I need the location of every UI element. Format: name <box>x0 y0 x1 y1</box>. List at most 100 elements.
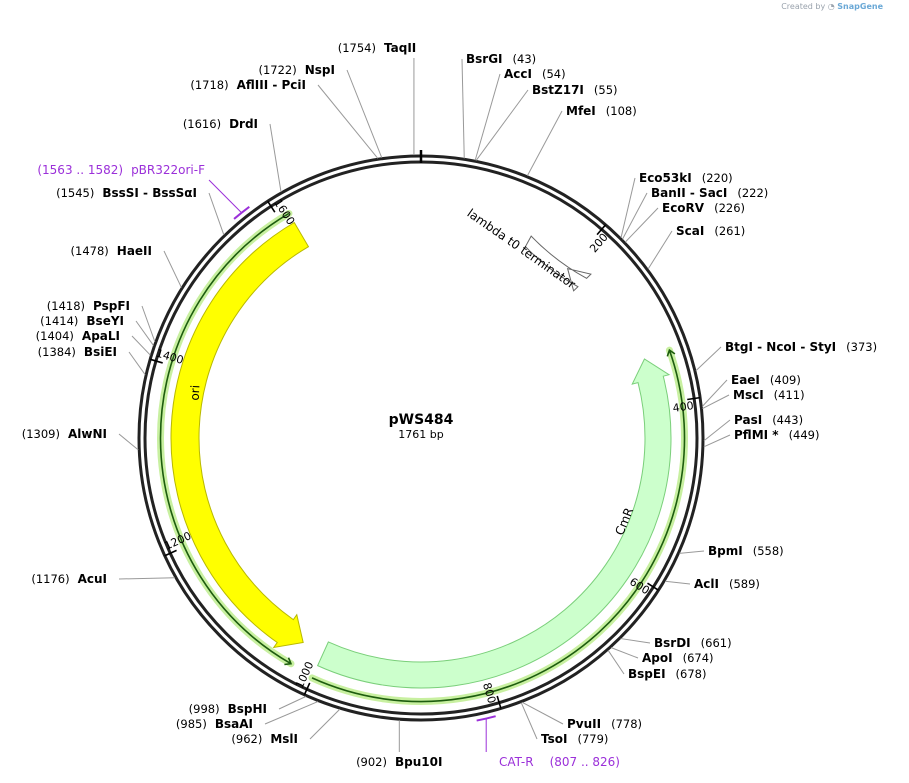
plasmid-name: pWS484 <box>389 412 454 428</box>
ruler-number-400: 400 <box>672 399 695 415</box>
ori-feature-label: ori <box>188 385 203 401</box>
site-leader-line <box>475 89 529 161</box>
site-leader-line <box>208 192 225 236</box>
site-leader-line <box>269 123 282 193</box>
site-name: BspHI <box>228 702 267 716</box>
site-leader-line <box>131 335 151 356</box>
site-position: (1309) <box>22 427 60 441</box>
site-leader-line <box>346 69 383 158</box>
site-leader-line <box>135 320 154 346</box>
site-leader-line <box>118 433 139 451</box>
site-name: HaeII <box>117 244 152 258</box>
site-name: PspFI <box>93 299 130 313</box>
site-afliii[interactable]: AflIII - PciI(1718) <box>190 78 379 159</box>
site-bsrgi[interactable]: BsrGI(43) <box>461 52 537 159</box>
site-name: Bpu10I <box>395 755 442 769</box>
primer-cat-r[interactable]: CAT-R(807 .. 826) <box>476 715 620 769</box>
site-bseyi[interactable]: BseYI(1414) <box>40 314 154 346</box>
site-name: EaeI <box>731 373 760 387</box>
site-msli[interactable]: MslI(962) <box>231 708 341 746</box>
site-position: (409) <box>770 373 801 387</box>
site-tsoi[interactable]: TsoI(779) <box>520 702 608 746</box>
site-drdi[interactable]: DrdI(1616) <box>183 117 282 193</box>
site-bsphi[interactable]: BspHI (998) <box>189 696 307 716</box>
ruler-tick-1000 <box>303 682 311 696</box>
site-name: AcuI <box>78 572 107 586</box>
site-name: BtgI - NcoI - StyI <box>725 340 836 354</box>
site-leader-line <box>610 647 639 659</box>
feature-layer <box>157 209 688 705</box>
site-ecorv[interactable]: EcoRV(226) <box>624 201 745 243</box>
credit-brand: SnapGene <box>837 2 883 11</box>
ruler-tick-1600 <box>267 200 276 213</box>
feature-arrow-0[interactable] <box>170 221 310 649</box>
site-bstz17i[interactable]: BstZ17I(55) <box>475 83 618 161</box>
primer-pbr322ori-f[interactable]: pBR322ori-F(1563 .. 1582) <box>37 163 250 220</box>
site-leader-line <box>278 696 307 710</box>
site-name: BsaAI <box>215 717 253 731</box>
site-leader-line <box>317 84 379 159</box>
site-position: (998) <box>189 702 220 716</box>
site-name: PasI <box>734 413 762 427</box>
site-acui[interactable]: AcuI(1176) <box>31 572 175 586</box>
site-position: (1722) <box>259 63 297 77</box>
site-haeii[interactable]: HaeII(1478) <box>71 244 182 288</box>
site-position: (1616) <box>183 117 221 131</box>
site-position: (985) <box>176 717 207 731</box>
site-position: (1718) <box>190 78 228 92</box>
site-btgi[interactable]: BtgI - NcoI - StyI (373) <box>695 340 877 372</box>
site-nspi[interactable]: NspI(1722) <box>259 63 383 158</box>
site-position: (43) <box>513 52 537 66</box>
primer-layer: pBR322ori-F(1563 .. 1582) CAT-R(807 .. 82… <box>37 163 620 769</box>
site-leader-line <box>703 419 731 442</box>
site-bpu10i[interactable]: Bpu10I(902) <box>356 720 442 769</box>
site-eco53ki[interactable]: Eco53kI(220) <box>620 171 733 238</box>
site-scai[interactable]: ScaI(261) <box>647 224 745 270</box>
site-name: BsiEI <box>84 345 117 359</box>
site-apali[interactable]: ApaLI(1404) <box>36 329 151 356</box>
snapgene-credit: Created by ◔ SnapGene <box>781 2 883 11</box>
site-position: (589) <box>729 577 760 591</box>
site-position: (443) <box>772 413 803 427</box>
site-leader-line <box>309 708 341 740</box>
site-leader-line <box>701 379 728 407</box>
site-leader-line <box>702 394 730 409</box>
site-msci[interactable]: MscI(411) <box>702 388 805 409</box>
site-name: BstZ17I <box>532 83 584 97</box>
site-name: BssSI - BssSαI <box>102 186 197 200</box>
site-taqii[interactable]: TaqII(1754) <box>338 41 417 156</box>
site-name: AccI <box>504 67 532 81</box>
site-leader-line <box>521 701 564 725</box>
site-eaei[interactable]: EaeI (409) <box>701 373 801 407</box>
site-acci[interactable]: AccI(54) <box>474 67 566 161</box>
primer-name: CAT-R <box>499 755 534 769</box>
site-bpmi[interactable]: BpmI(558) <box>679 544 784 558</box>
feature-arrow-2[interactable] <box>524 235 592 292</box>
feature-arrow-1[interactable] <box>316 358 672 689</box>
feature-strand-arrowhead-1 <box>666 348 676 357</box>
site-position: (108) <box>606 104 637 118</box>
site-banii[interactable]: BanII - SacI(222) <box>622 186 768 240</box>
site-acli[interactable]: AclI(589) <box>665 577 760 591</box>
site-bsrdi[interactable]: BsrDI(661) <box>620 636 732 650</box>
site-bspei[interactable]: BspEI(678) <box>607 650 706 681</box>
site-apoi[interactable]: ApoI(674) <box>610 647 714 665</box>
site-position: (373) <box>846 340 877 354</box>
site-bsssi[interactable]: BssSI - BssSαI(1545) <box>56 186 225 236</box>
site-pvuii[interactable]: PvuII(778) <box>521 701 642 731</box>
primer-range: (1563 .. 1582) <box>37 163 123 177</box>
site-bsiei[interactable]: BsiEI(1384) <box>38 345 146 375</box>
site-leader-line <box>128 351 146 375</box>
site-name: Eco53kI <box>639 171 692 185</box>
site-name: BsrDI <box>654 636 691 650</box>
site-pasi[interactable]: PasI (443) <box>703 413 803 442</box>
site-pspfi[interactable]: PspFI(1418) <box>47 299 156 342</box>
site-leader-line <box>620 638 651 644</box>
site-alwni[interactable]: AlwNI(1309) <box>22 427 139 451</box>
site-pflmi[interactable]: PflMI *(449) <box>703 428 820 448</box>
site-name: MscI <box>733 388 764 402</box>
site-bsaai[interactable]: BsaAI (985) <box>176 701 319 731</box>
site-mfei[interactable]: MfeI(108) <box>526 104 637 176</box>
